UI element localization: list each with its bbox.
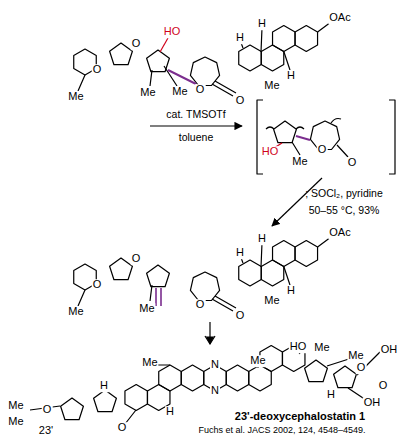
atom-label: N (210, 359, 220, 371)
atom-label: Me (67, 91, 84, 103)
atom-label: Me (263, 295, 280, 307)
ring (61, 398, 84, 420)
ring (274, 121, 297, 143)
atom-label: OAc (328, 227, 351, 239)
atom-label: O (317, 144, 328, 156)
starting-material (74, 22, 331, 96)
atom-label: O (378, 380, 389, 392)
atom-label: O (92, 279, 103, 291)
atom-label: H (257, 233, 267, 245)
reagent-text: ; SOCl₂, pyridine (304, 188, 384, 199)
atom-label: Me (7, 400, 24, 412)
atom-label: H (235, 32, 245, 44)
cephalostatin-skeleton (30, 346, 380, 425)
atom-label: H (235, 247, 245, 259)
atom-label: OH (363, 397, 382, 409)
bond (164, 66, 177, 86)
atom-label: H (286, 70, 296, 82)
compound-name: 23'-deoxycephalostatin 1 (234, 411, 366, 423)
citation: Fuchs et al. JACS 2002, 124, 4548–4549. (197, 426, 366, 435)
atom-label: Me (67, 306, 84, 318)
atom-label: H (326, 389, 336, 401)
atom-label: O (235, 310, 246, 322)
atom-label: Me (7, 416, 24, 428)
atom-label: O (347, 157, 358, 169)
multistep-arrow (209, 322, 210, 344)
atom-label: O (92, 64, 103, 76)
atom-label: Me (291, 156, 308, 168)
atom-label: HO (289, 341, 308, 353)
atom-label: HO (261, 146, 280, 158)
atom-label: Me (138, 303, 155, 315)
atom-label: OH (380, 344, 399, 356)
atom-label: O (195, 299, 206, 311)
ring (125, 385, 148, 411)
ring (226, 365, 249, 391)
atom-label: Me (263, 80, 280, 92)
atom-label: 23' (38, 425, 54, 437)
atom-label: O (117, 422, 128, 434)
atom-label: O (131, 38, 142, 50)
ring (334, 366, 357, 388)
atom-label: N (210, 385, 220, 397)
atom-label: O (42, 404, 53, 416)
hydroxyl-bond (160, 38, 168, 52)
bond (30, 346, 380, 424)
multistep-arrow (205, 336, 215, 344)
reaction-arrow (150, 125, 242, 126)
new-bond (296, 136, 310, 140)
atom-label: H (99, 380, 109, 392)
atom-label: O (235, 95, 246, 107)
product (74, 237, 331, 311)
atom-label: O (131, 253, 142, 265)
atom-label: H (286, 285, 296, 297)
ring (181, 365, 204, 391)
bracket (257, 100, 395, 174)
atom-label: HO (163, 26, 182, 38)
reagent-text: toluene (178, 132, 214, 143)
methylene-bond (156, 288, 161, 306)
atom-label: O (195, 84, 206, 96)
atom-label: H (257, 18, 267, 30)
atom-label: OAc (328, 12, 351, 24)
ring (94, 390, 117, 412)
reaction-arrow (272, 178, 322, 226)
atom-label: Me (139, 87, 156, 99)
atom-label: Me (141, 357, 158, 369)
reagent-text: cat. TMSOTf (165, 109, 226, 120)
ring (305, 360, 328, 382)
atom-label: Me (249, 355, 266, 367)
atom-label: O (356, 362, 367, 374)
atom-label: Me (171, 86, 188, 98)
atom-label: Me (347, 350, 364, 362)
atom-label: Me (313, 342, 330, 354)
atom-label: H (165, 406, 175, 418)
reagent-text: 50–55 °C, 93% (308, 205, 381, 216)
forming-bond (168, 70, 196, 84)
